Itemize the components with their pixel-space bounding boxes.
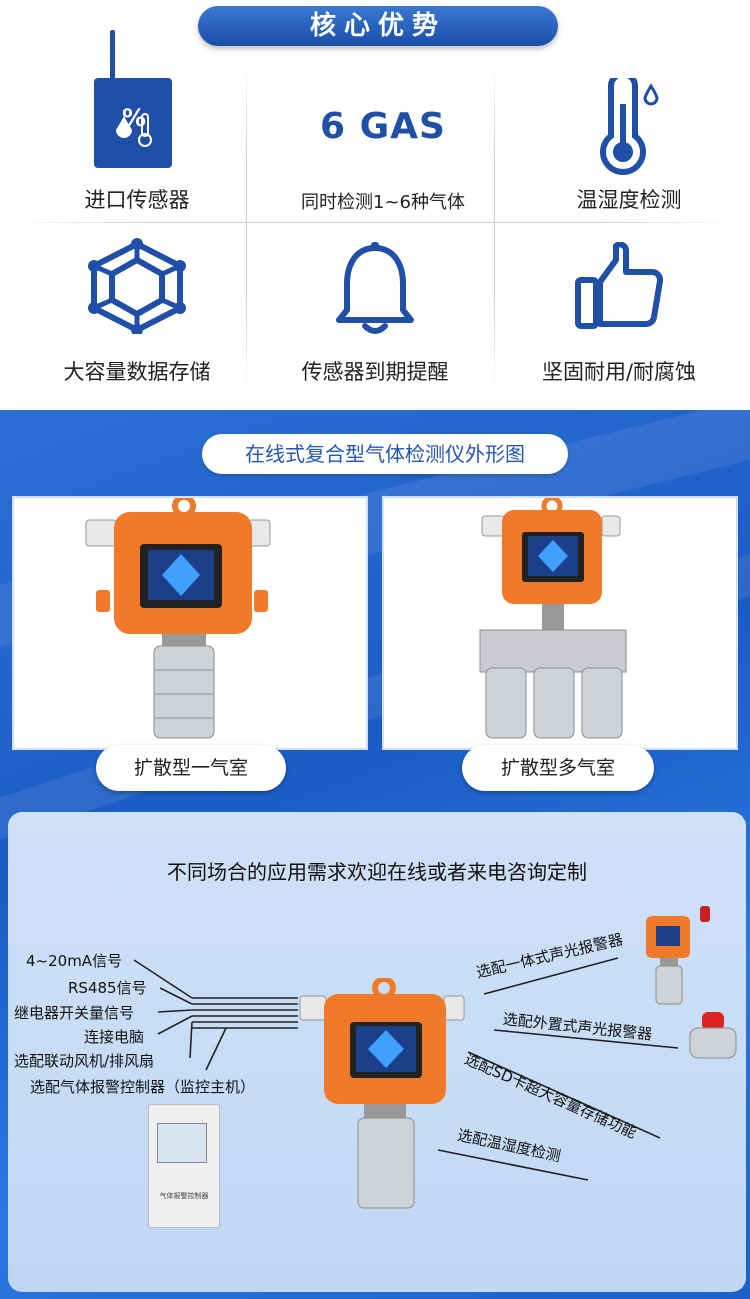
sensor-chip-icon: % bbox=[94, 30, 172, 168]
grid-divider bbox=[246, 62, 247, 392]
thermometer-drop-icon bbox=[600, 78, 659, 175]
advantage-label: 传感器到期提醒 bbox=[301, 360, 449, 384]
hexagon-network-icon bbox=[88, 238, 186, 334]
advantage-expiry-reminder: 传感器到期提醒 bbox=[252, 228, 498, 398]
output-option: RS485信号 bbox=[68, 979, 147, 997]
output-option: 选配联动风机/排风扇 bbox=[14, 1052, 155, 1070]
grid-divider bbox=[494, 62, 495, 392]
six-gas-headline: 6 GAS bbox=[320, 106, 446, 147]
bell-icon bbox=[336, 242, 414, 334]
gas-detector-illustration bbox=[85, 494, 271, 739]
integrated-alarm-illustration bbox=[646, 906, 710, 1005]
output-option: 连接电脑 bbox=[84, 1028, 145, 1046]
gas-detector-illustration bbox=[479, 495, 627, 739]
application-panel: 不同场合的应用需求欢迎在线或者来电咨询定制 4~20mA信号 RS485信号 继… bbox=[8, 812, 746, 1292]
alarm-controller-illustration: 气体报警控制器 bbox=[148, 1104, 220, 1228]
external-alarm-illustration bbox=[689, 1012, 737, 1059]
grid-divider bbox=[14, 222, 736, 223]
advantage-label: 进口传感器 bbox=[84, 188, 190, 212]
advantage-label: 坚固耐用/耐腐蚀 bbox=[541, 360, 697, 384]
advantage-durable: 坚固耐用/耐腐蚀 bbox=[496, 228, 742, 398]
advantage-label: 大容量数据存储 bbox=[63, 360, 211, 384]
product-caption: 扩散型一气室 bbox=[96, 745, 286, 791]
connection-lines bbox=[133, 957, 679, 1181]
advantage-data-storage: 大容量数据存储 bbox=[14, 228, 260, 398]
output-option: 继电器开关量信号 bbox=[14, 1004, 135, 1022]
advantage-imported-sensor: % 进口传感器 bbox=[14, 30, 260, 220]
product-photo-single-chamber bbox=[12, 494, 368, 750]
output-option: 选配气体报警控制器（监控主机） bbox=[30, 1078, 256, 1096]
advantage-temp-humidity: 温湿度检测 bbox=[506, 30, 750, 220]
product-photo-multi-chamber bbox=[382, 495, 738, 750]
main-detector-illustration bbox=[299, 978, 465, 1209]
product-section: 在线式复合型气体检测仪外形图 扩散型一气室 bbox=[0, 410, 750, 1299]
advantage-label: 同时检测1~6种气体 bbox=[301, 192, 465, 213]
advantage-label: 温湿度检测 bbox=[576, 188, 682, 212]
appearance-title: 在线式复合型气体检测仪外形图 bbox=[202, 434, 568, 474]
advantage-six-gas: 6 GAS 同时检测1~6种气体 bbox=[260, 30, 506, 220]
output-option: 4~20mA信号 bbox=[26, 952, 123, 970]
product-caption: 扩散型多气室 bbox=[462, 745, 654, 791]
application-title: 不同场合的应用需求欢迎在线或者来电咨询定制 bbox=[167, 860, 587, 884]
controller-label: 气体报警控制器 bbox=[159, 1192, 209, 1200]
controller-screen bbox=[157, 1123, 207, 1163]
core-advantages-title: 核心优势 bbox=[198, 6, 558, 46]
thumbs-up-icon bbox=[575, 242, 664, 329]
core-advantages-section: 核心优势 % 进口传感器 6 GAS 同时检测1~6种气体 温湿度检测 bbox=[0, 0, 750, 410]
